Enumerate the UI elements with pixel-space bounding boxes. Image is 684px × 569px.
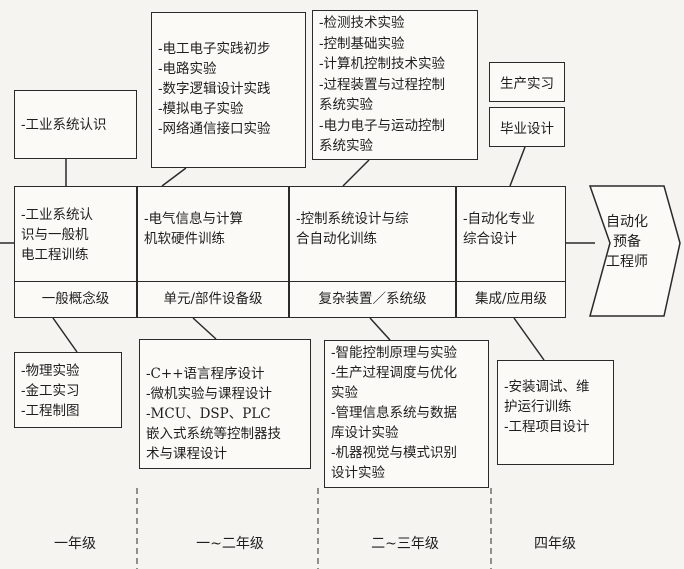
graduation-label: 毕业设计 <box>500 121 554 137</box>
bottom-box-basic-practice: -物理实验 -金工实习 -工程制图 <box>14 352 122 428</box>
goal-label: 自动化 预备 工程师 <box>606 214 648 270</box>
bottom-box-programming: -C++语言程序设计 -微机实验与课程设计 -MCU、DSP、PLC 嵌入式系统… <box>139 339 311 469</box>
bottom-box-item: -安装调试、维 <box>504 379 590 395</box>
top-box-item: -网络通信接口实验 <box>158 121 271 137</box>
bottom-box-item: -C++语言程序设计 <box>146 366 265 382</box>
bottom-box-item: -金工实习 <box>21 383 80 399</box>
stage-title: -工业系统认 识与一般机 电工程训练 <box>21 207 94 263</box>
bottom-box-item: 库设计实验 <box>331 425 399 441</box>
bottom-box-item: 嵌入式系统等控制器技 <box>146 426 281 442</box>
top-box-item: 系统实验 <box>319 138 373 154</box>
top-box-industrial-recognition: -工业系统认识 <box>14 90 137 159</box>
top-box-electronics-practice: -电工电子实践初步 -电路实验 -数字逻辑设计实践 -模拟电子实验 -网络通信接… <box>151 12 306 168</box>
top-box-item: -计算机控制技术实验 <box>319 56 446 72</box>
bottom-box-item: 术与课程设计 <box>146 446 227 462</box>
stage-level: 复杂装置／系统级 <box>290 281 455 317</box>
stage-unit-component: -电气信息与计算 机软硬件训练 单元/部件设备级 <box>137 186 289 318</box>
bottom-box-item: -管理信息系统与数据 <box>331 405 458 421</box>
internship-label: 生产实习 <box>500 76 554 92</box>
internship-box: 生产实习 <box>489 62 565 102</box>
bottom-box-installation: -安装调试、维 护运行训练 -工程项目设计 <box>497 360 614 465</box>
graduation-box: 毕业设计 <box>489 107 565 147</box>
top-box-item: -电力电子与运动控制 <box>319 117 446 134</box>
top-box-item: -电工电子实践初步 <box>158 41 271 57</box>
bottom-box-item: 护运行训练 <box>504 399 572 415</box>
top-box-item: -模拟电子实验 <box>158 101 244 117</box>
grade-label-year4: 四年级 <box>534 536 576 552</box>
bottom-box-item: -智能控制原理与实验 <box>331 345 458 361</box>
grade-label-year2-3: 二~三年级 <box>371 536 439 552</box>
stage-level: 集成/应用级 <box>457 281 565 317</box>
bottom-box-item: -物理实验 <box>21 363 80 379</box>
stage-title: -自动化专业 综合设计 <box>463 211 536 247</box>
bottom-box-item: -工程制图 <box>21 403 80 419</box>
bottom-box-item: -生产过程调度与优化 <box>331 365 458 381</box>
stage-title: -电气信息与计算 机软硬件训练 <box>144 211 244 247</box>
stage-level: 单元/部件设备级 <box>138 281 288 317</box>
stage-complex-system: -控制系统设计与综 合自动化训练 复杂装置／系统级 <box>289 186 456 318</box>
stage-general-concept: -工业系统认 识与一般机 电工程训练 一般概念级 <box>14 186 137 318</box>
goal-chevron <box>588 185 681 317</box>
bottom-box-item: -MCU、DSP、PLC <box>146 406 271 422</box>
bottom-box-item: -微机实验与课程设计 <box>146 386 273 402</box>
stage-title: -控制系统设计与综 合自动化训练 <box>296 211 409 247</box>
grade-label-year1-2: 一~二年级 <box>196 536 264 552</box>
top-box-item: -过程装置与过程控制 <box>319 76 446 93</box>
top-box-item: -数字逻辑设计实践 <box>158 81 271 97</box>
bottom-box-item: 实验 <box>331 385 358 401</box>
top-box-item: -控制基础实验 <box>319 35 405 52</box>
bottom-box-item: 设计实验 <box>331 465 385 481</box>
top-box-item: -工业系统认识 <box>21 117 107 133</box>
top-box-item: 系统实验 <box>319 97 373 113</box>
bottom-box-item: -机器视觉与模式识别 <box>331 445 458 461</box>
top-box-item: -电路实验 <box>158 61 217 77</box>
top-box-control-experiments: -检测技术实验 -控制基础实验 -计算机控制技术实验 -过程装置与过程控制 系统… <box>312 10 478 160</box>
top-box-item: -检测技术实验 <box>319 15 405 31</box>
bottom-box-intelligent-control: -智能控制原理与实验 -生产过程调度与优化 实验 -管理信息系统与数据 库设计实… <box>324 340 489 488</box>
grade-label-year1: 一年级 <box>54 536 96 552</box>
stage-integration-application: -自动化专业 综合设计 集成/应用级 <box>456 186 566 318</box>
bottom-box-item: -工程项目设计 <box>504 419 590 435</box>
stage-level: 一般概念级 <box>15 281 136 317</box>
